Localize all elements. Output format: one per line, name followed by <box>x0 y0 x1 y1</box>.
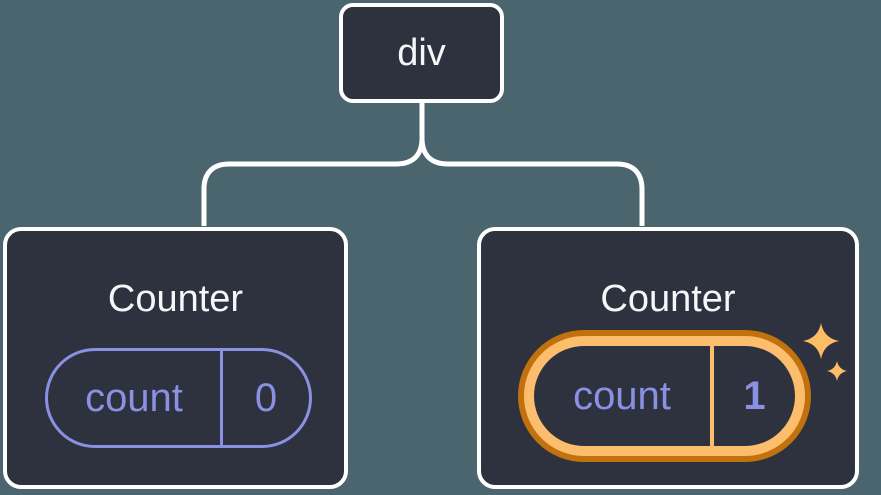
connector-left-branch <box>201 137 425 226</box>
counter-card-left: Counter count 0 <box>3 227 348 489</box>
counter-card-right: Counter count 1 <box>477 227 859 489</box>
state-pill-highlight-ring: count 1 <box>518 330 811 462</box>
state-key-label: count <box>85 375 183 420</box>
state-key-label: count <box>573 373 671 418</box>
connector-right-branch <box>419 137 645 226</box>
sparkle-small <box>827 361 847 381</box>
state-value: 0 <box>220 351 309 445</box>
sparkle-large <box>803 323 839 359</box>
state-value: 1 <box>710 346 795 446</box>
counter-title: Counter <box>600 278 736 320</box>
root-node-label: div <box>397 31 446 74</box>
state-pill-count-0: count 0 <box>45 348 312 448</box>
state-pill-highlight-ring-inner: count 1 <box>524 336 805 456</box>
state-pill-count-1: count 1 <box>534 346 795 446</box>
root-node-div: div <box>339 3 504 103</box>
counter-title: Counter <box>107 278 244 320</box>
